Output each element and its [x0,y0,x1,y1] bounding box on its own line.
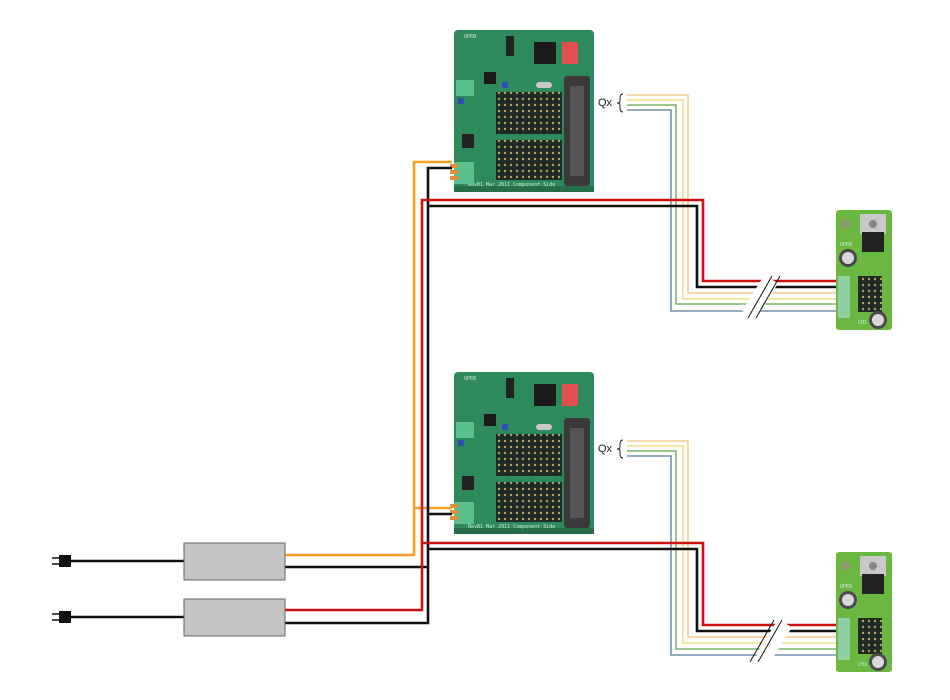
wire-orange-psu1 [285,160,452,557]
capacitor-top [842,594,854,606]
db25-shell [570,428,584,518]
ic-socket-grid-bottom [496,140,562,180]
screw-terminal-strip [838,276,850,318]
wire-black-module1 [428,204,836,289]
pcb-shadow [454,528,594,534]
terminal-screw [450,176,458,180]
power-supply-1 [52,542,286,581]
wire-red-module2 [422,541,836,627]
board-footer: RevB1 Mar 2011 Component Side [468,182,555,188]
small-chip [484,414,496,426]
jumper-blue [502,82,508,88]
controller-board-1: UPEB RevB1 Mar 2011 Component Side [450,30,594,192]
controller-board-2: UPEB RevB1 Mar 2011 Component Side [450,372,594,534]
terminal-screw [450,164,458,168]
psu-box [183,542,286,581]
pin-label: CH1 [858,662,867,668]
module-name: UPEB [840,584,852,590]
power-supply-2 [52,598,286,637]
microcontroller-chip [534,384,556,406]
wire-black-bus [285,166,452,625]
terminal-block-power [454,162,474,184]
mount-hole [841,219,851,229]
dip-switch [562,384,578,406]
regulator-body [862,232,884,252]
crystal [536,82,552,88]
jumper-blue [458,98,464,104]
power-wiring [285,160,836,633]
driver-module-1: UPEB CH1 [836,210,892,330]
plug-icon [59,611,71,623]
crystal [536,424,552,430]
signal-wire-orange [627,440,836,638]
signal-bus-1 [627,94,836,312]
ic-socket-grid-top [496,434,562,476]
mount-hole [841,561,851,571]
board-name: UPEB [464,34,476,40]
ic-socket-grid-bottom [496,482,562,522]
terminal-block-top [456,422,474,438]
signal-label-qx: Qx [598,443,613,455]
microcontroller-chip [534,42,556,64]
signal-label-qx: Qx [598,97,613,109]
regulator-screw [869,220,877,228]
board-footer: RevB1 Mar 2011 Component Side [468,524,555,530]
jumper-blue [458,440,464,446]
terminal-screw [450,510,458,514]
pcb-shadow [454,186,594,192]
terminal-block-top [456,80,474,96]
voltage-regulator [462,476,474,490]
regulator-body [862,574,884,594]
signal-wire-green [627,104,836,305]
capacitor-top [842,252,854,264]
header-connector [506,378,514,398]
capacitor-top [872,656,884,668]
pin-label: CH1 [858,320,867,326]
jumper-blue [502,424,508,430]
cable-break-mark-2 [749,618,792,664]
capacitor-top [872,314,884,326]
cable-break-mark-1 [742,274,781,320]
header-connector [506,36,514,56]
driver-module-2: UPEB CH1 [836,552,892,672]
terminal-screw [450,504,458,508]
terminal-block-power [454,502,474,524]
board-name: UPEB [464,376,476,382]
wire-black-module2 [428,547,836,633]
screw-terminal-strip [838,618,850,660]
psu-box [183,598,286,637]
brace-icon [616,93,624,113]
ic-socket-grid-top [496,92,562,134]
voltage-regulator [462,134,474,148]
pin-header [858,276,882,312]
module-name: UPEB [840,242,852,248]
db25-shell [570,86,584,176]
signal-wire-orange [627,94,836,294]
terminal-screw [450,170,458,174]
pin-header [858,618,882,654]
terminal-screw [450,516,458,520]
wire-red-psu2 [285,198,836,612]
dip-switch [562,42,578,64]
plug-icon [59,555,71,567]
brace-icon [616,439,624,459]
regulator-screw [869,562,877,570]
signal-wire-yellow [627,445,836,644]
small-chip [484,72,496,84]
